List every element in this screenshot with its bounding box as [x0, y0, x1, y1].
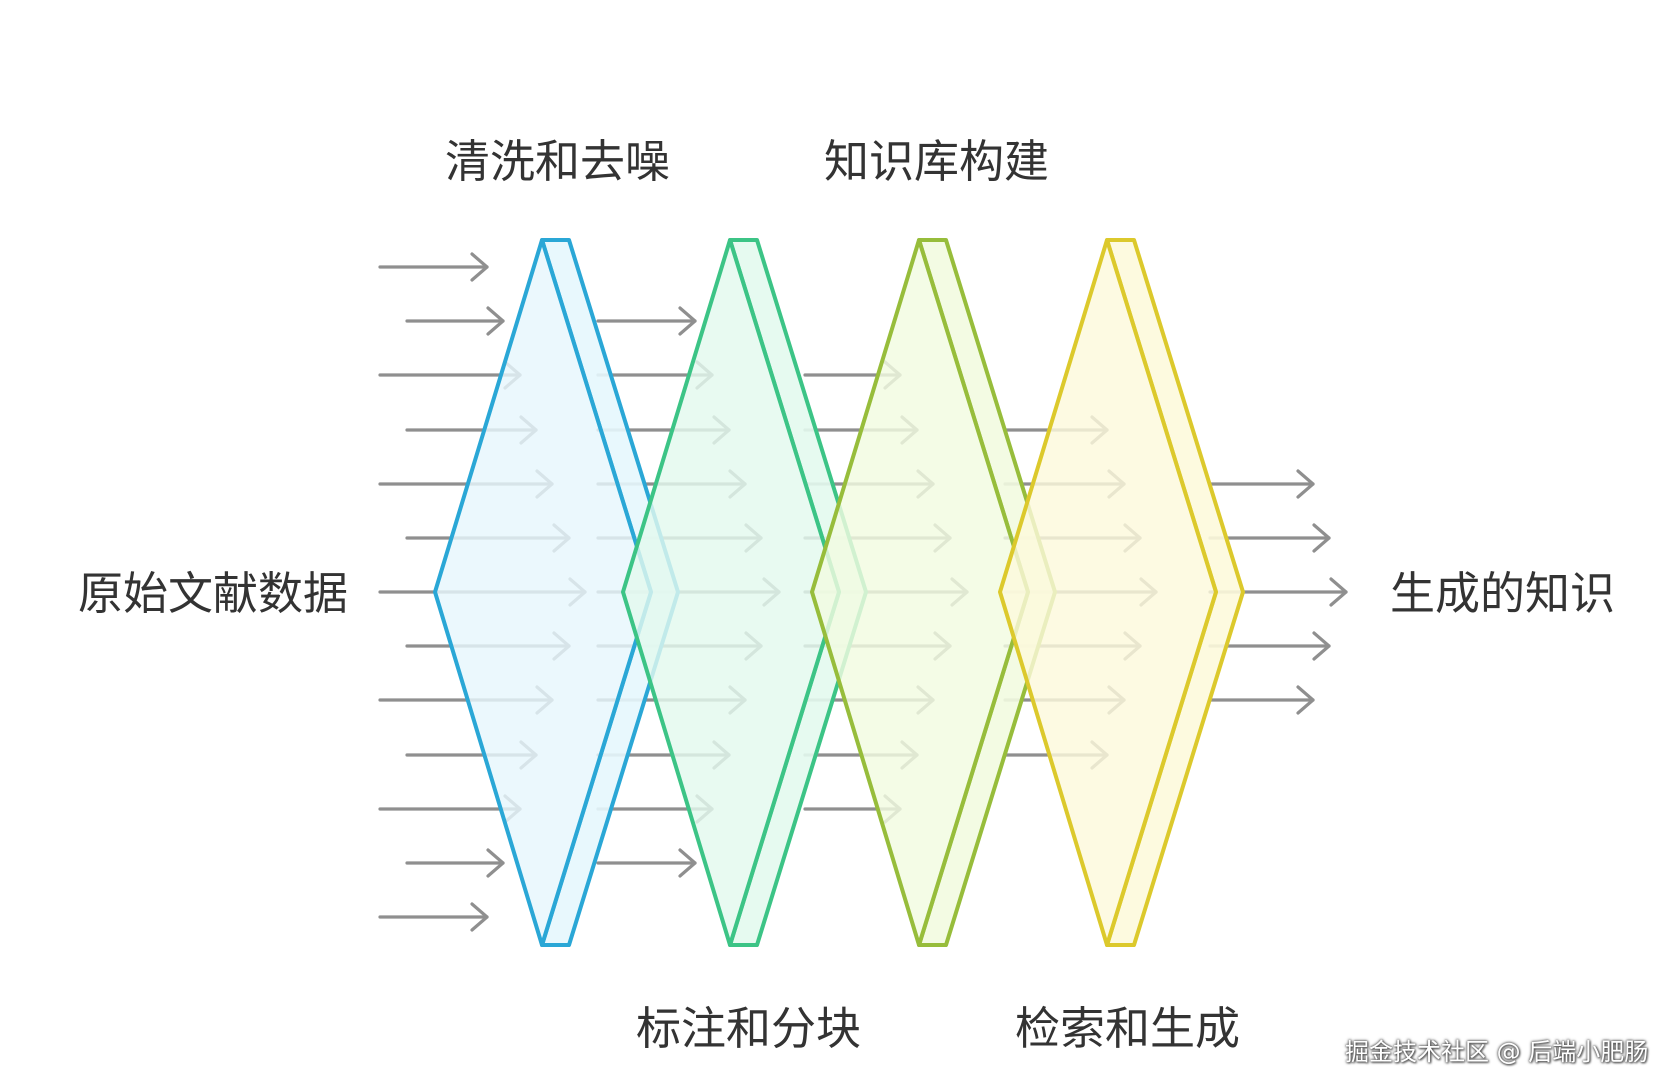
- stage-filter-face-knowledge-base: [810, 238, 1030, 947]
- stage-filter-face-retrieval: [998, 238, 1218, 947]
- stage-label-knowledge-base: 知识库构建: [824, 135, 1050, 188]
- stage-filter-face-cleaning: [433, 238, 653, 947]
- stage-label-cleaning: 清洗和去噪: [445, 135, 671, 188]
- stage-filter-face-annotation: [621, 238, 841, 947]
- stage-label-retrieval: 检索和生成: [1015, 1002, 1241, 1055]
- stage-filters: [433, 238, 1245, 947]
- stage-filter-retrieval: [998, 238, 1245, 947]
- watermark: 掘金技术社区 @ 后端小肥肠: [1345, 1038, 1649, 1066]
- stage-filter-annotation: [621, 238, 868, 947]
- input-label: 原始文献数据: [78, 567, 349, 620]
- stage-label-annotation: 标注和分块: [636, 1002, 862, 1055]
- output-label: 生成的知识: [1390, 567, 1616, 620]
